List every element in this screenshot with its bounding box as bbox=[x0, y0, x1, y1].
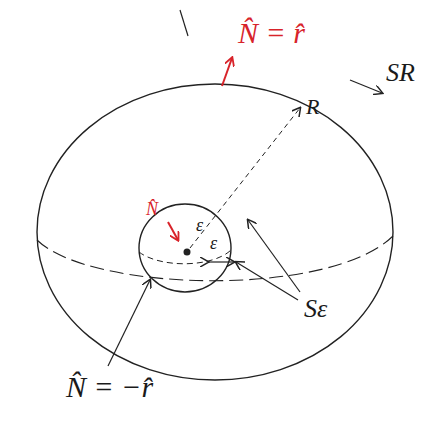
normal-label: N̂ = r̂ bbox=[238, 18, 305, 48]
leader-line bbox=[236, 262, 298, 300]
outer-sphere bbox=[37, 84, 393, 380]
normal-label: N̂ bbox=[146, 200, 158, 218]
leader-line bbox=[248, 220, 300, 292]
radius-label: ε bbox=[196, 216, 203, 234]
leader-line bbox=[350, 80, 382, 93]
radius-r-line bbox=[190, 108, 300, 248]
pen-stroke bbox=[180, 10, 188, 36]
center-point bbox=[184, 249, 191, 256]
radius-label: ε bbox=[210, 234, 217, 252]
surface-label: SR bbox=[386, 60, 415, 86]
normal-label: N̂ = −r̂ bbox=[66, 372, 153, 402]
surface-label: Sε bbox=[304, 296, 327, 322]
leader-line bbox=[108, 280, 150, 366]
inner-normal-arrow bbox=[168, 222, 178, 240]
outer-normal-arrow bbox=[222, 58, 232, 86]
radius-label: R bbox=[306, 96, 319, 118]
radius-eps-arrow bbox=[208, 261, 234, 262]
